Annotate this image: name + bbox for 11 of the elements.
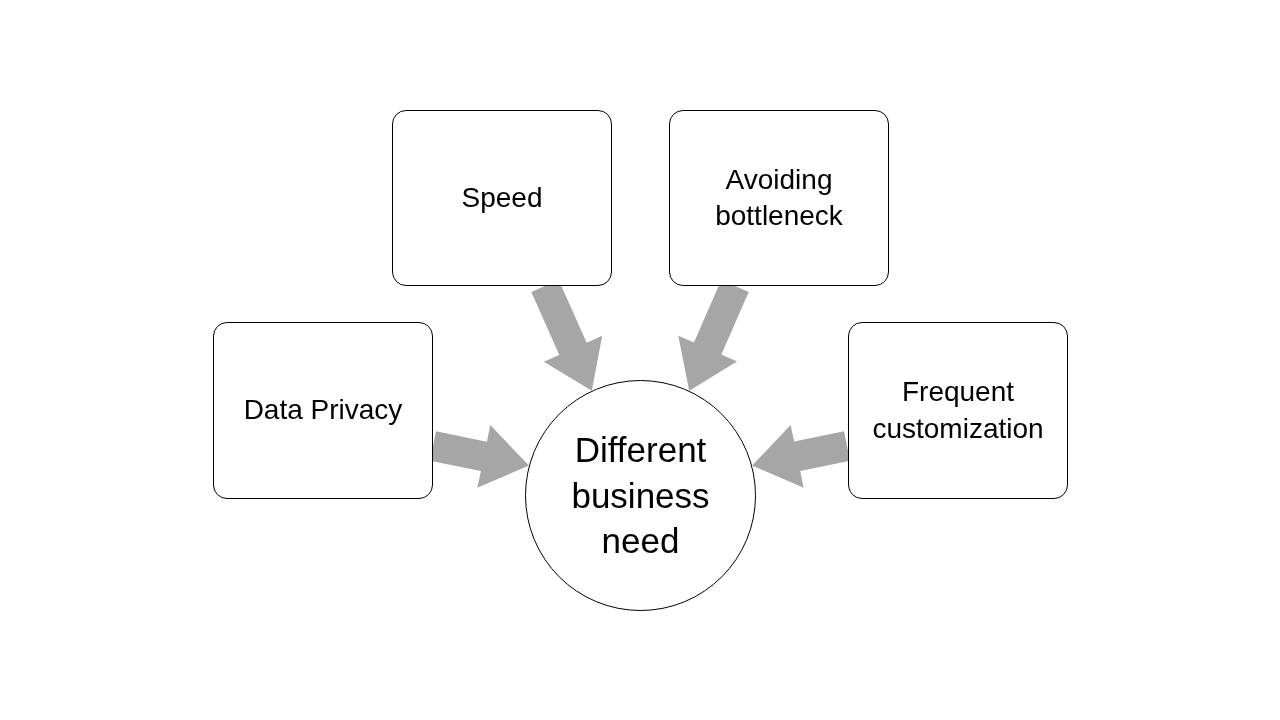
node-label: Different business need bbox=[570, 429, 711, 563]
rounded-box bbox=[213, 322, 433, 499]
block-arrow bbox=[752, 425, 850, 488]
block-arrow bbox=[430, 425, 529, 488]
rounded-box bbox=[392, 110, 612, 286]
rounded-box bbox=[848, 322, 1068, 499]
node-label: Speed bbox=[461, 180, 543, 215]
node-label: Frequent customization bbox=[871, 375, 1045, 446]
node-label: Avoiding bottleneck bbox=[714, 162, 844, 233]
node-label: Data Privacy bbox=[243, 393, 403, 428]
rounded-box bbox=[669, 110, 889, 286]
